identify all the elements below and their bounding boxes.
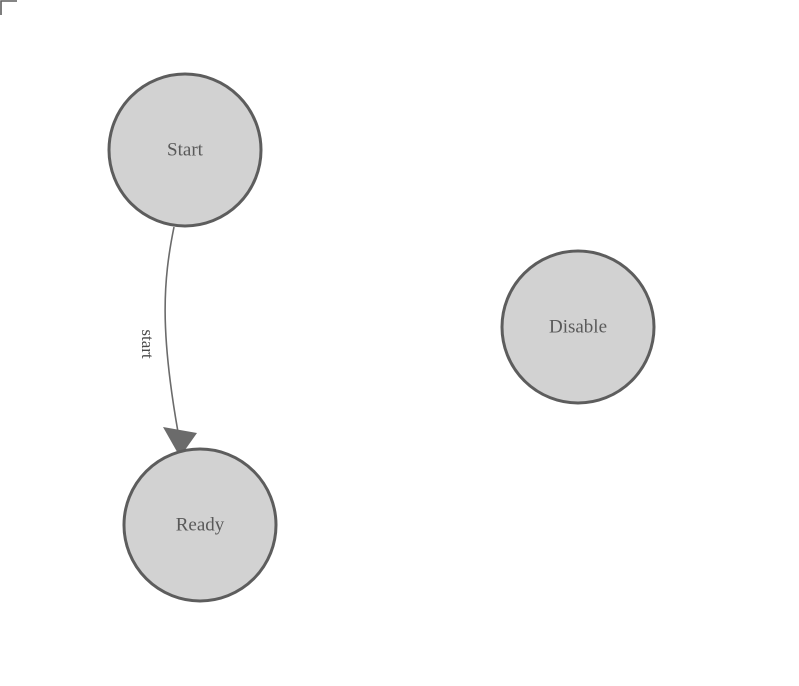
node-ready-label: Ready (176, 514, 225, 535)
arrowhead-icon (163, 427, 197, 457)
node-start-label: Start (167, 139, 204, 160)
node-start-shape (107, 72, 263, 228)
node-disable-label: Disable (549, 316, 607, 337)
crop-corner-mark (0, 0, 17, 15)
node-start[interactable]: Start (107, 72, 263, 228)
node-disable-shape (500, 249, 656, 405)
node-ready[interactable]: Ready (122, 447, 278, 603)
node-disable[interactable]: Disable (500, 249, 656, 405)
edge-start-to-ready[interactable]: start (138, 226, 197, 457)
node-ready-shape (122, 447, 278, 603)
edge-label-start: start (138, 329, 157, 359)
edge-line (164, 226, 179, 433)
